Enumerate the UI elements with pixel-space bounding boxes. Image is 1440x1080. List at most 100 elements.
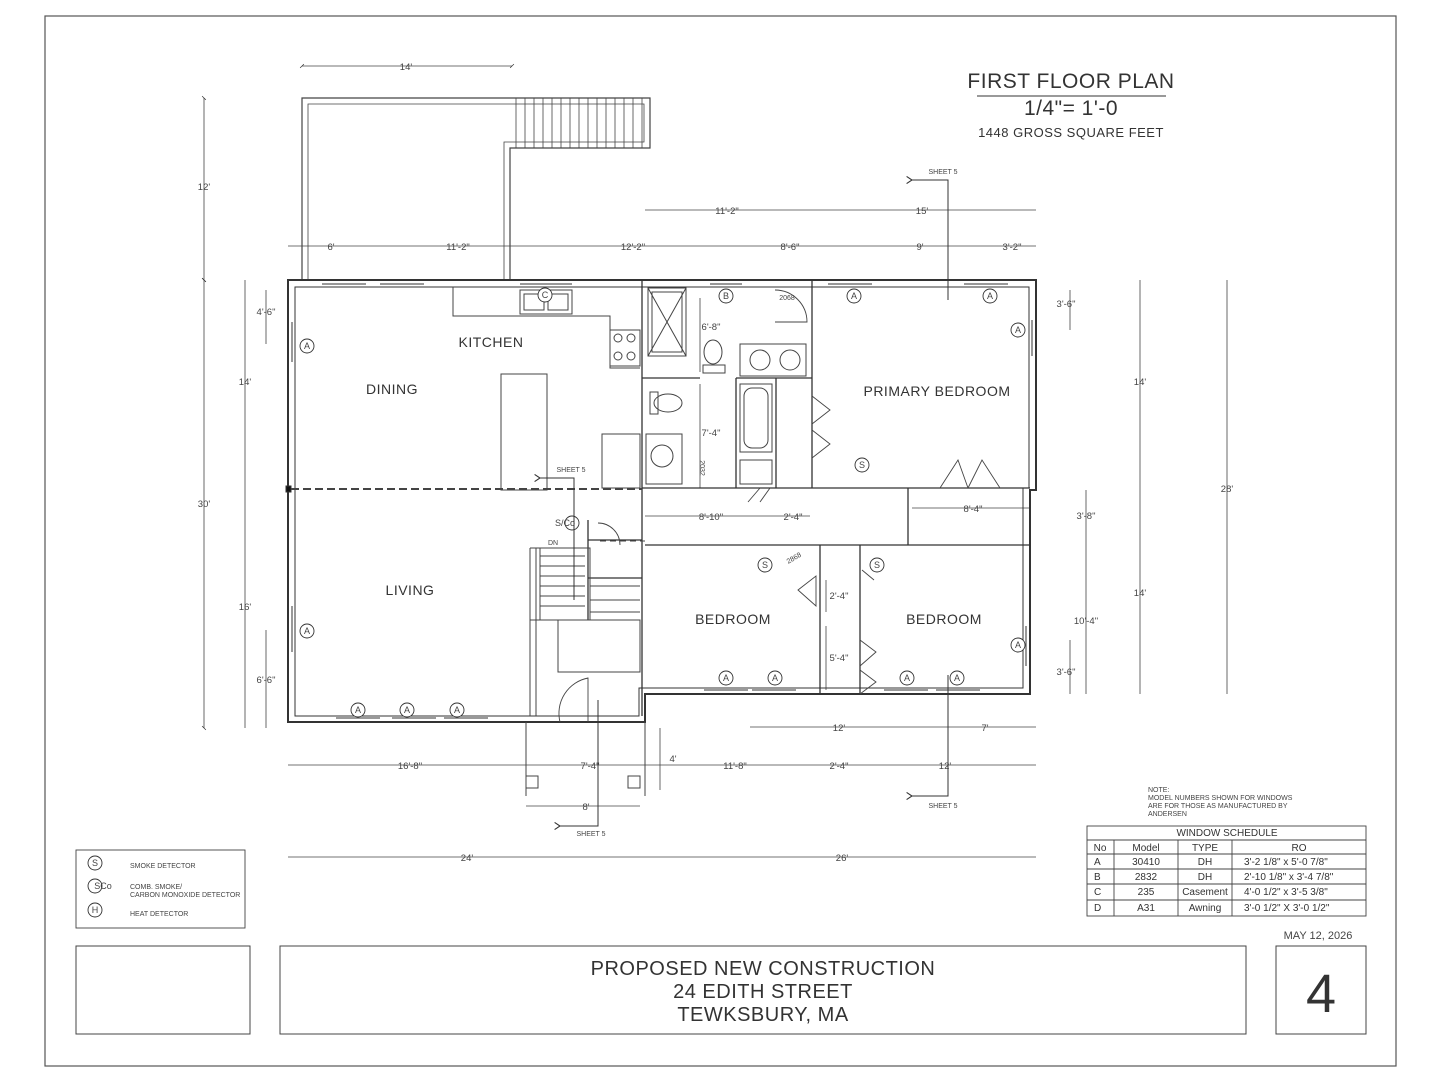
- room-bedroom-2: BEDROOM: [906, 611, 982, 627]
- svg-text:6': 6': [327, 242, 334, 253]
- logo-box: [75, 945, 251, 1035]
- svg-text:ARE FOR THOSE AS MANUFACTURED: ARE FOR THOSE AS MANUFACTURED BY: [1148, 803, 1288, 810]
- svg-text:14': 14': [239, 377, 252, 388]
- room-living: LIVING: [386, 582, 435, 598]
- svg-text:A: A: [1015, 325, 1021, 335]
- svg-text:7'-4": 7'-4": [702, 428, 721, 439]
- window-tag-a: A: [299, 338, 315, 354]
- bathtub: [739, 383, 773, 453]
- svg-text:A: A: [772, 673, 778, 683]
- svg-text:2832: 2832: [1135, 872, 1158, 883]
- svg-text:3'-2 1/8" x 5'-0 7/8": 3'-2 1/8" x 5'-0 7/8": [1244, 857, 1328, 868]
- svg-text:30': 30': [198, 499, 211, 510]
- svg-text:14': 14': [1134, 377, 1147, 388]
- schedule-row: B: [1094, 872, 1101, 883]
- schedule-row: D: [1094, 903, 1101, 914]
- kitchen-fixtures: [452, 287, 641, 491]
- dimension-labels: 14' 12' 6' 11'-2" 12'-2" 8'-6" 9' 3'-2" …: [198, 62, 1234, 864]
- refrigerator: [601, 433, 641, 489]
- svg-text:14': 14': [400, 62, 413, 73]
- plan-area: 1448 GROSS SQUARE FEET: [978, 125, 1164, 140]
- svg-text:14': 14': [1134, 588, 1147, 599]
- svg-text:A: A: [723, 673, 729, 683]
- sheet-date: MAY 12, 2026: [1284, 930, 1353, 942]
- svg-text:MODEL NUMBERS SHOWN FOR WINDOW: MODEL NUMBERS SHOWN FOR WINDOWS: [1148, 795, 1293, 802]
- svg-text:16'-8": 16'-8": [398, 761, 422, 772]
- window-tag-a: A: [350, 702, 366, 718]
- svg-text:S: S: [762, 560, 768, 570]
- svg-text:S: S: [874, 560, 880, 570]
- window-tag-a: A: [1010, 322, 1026, 338]
- window-tag-a: A: [449, 702, 465, 718]
- laundry: [645, 433, 683, 485]
- svg-text:3'-6": 3'-6": [1057, 299, 1076, 310]
- window-schedule: [1086, 825, 1367, 917]
- symbol-legend: S SMOKE DETECTOR SCo COMB. SMOKE/ CARBON…: [75, 849, 246, 929]
- svg-text:ANDERSEN: ANDERSEN: [1148, 811, 1187, 818]
- svg-text:C: C: [542, 290, 549, 300]
- svg-text:12': 12': [939, 761, 952, 772]
- svg-text:4'-6": 4'-6": [257, 307, 276, 318]
- svg-text:2032: 2032: [698, 460, 705, 476]
- page-number-box: [1275, 945, 1367, 1035]
- project-box: [279, 945, 1247, 1035]
- svg-text:2068: 2068: [779, 295, 795, 302]
- shower: [647, 287, 687, 357]
- svg-text:A: A: [304, 341, 310, 351]
- window-tag-a: A: [299, 623, 315, 639]
- range: [609, 329, 641, 367]
- plan-title: FIRST FLOOR PLAN: [967, 70, 1174, 93]
- window-tag-a: A: [899, 670, 915, 686]
- window-tag-a: A: [1010, 637, 1026, 653]
- svg-text:S/Co: S/Co: [555, 518, 575, 528]
- toilet-2: [653, 393, 683, 413]
- section-labels: SHEET 5 SHEET 5 SHEET 5 SHEET 5: [556, 169, 957, 838]
- svg-text:6'-8": 6'-8": [702, 322, 721, 333]
- svg-text:8'-6": 8'-6": [781, 242, 800, 253]
- svg-text:Casement: Casement: [1182, 887, 1228, 898]
- svg-text:2'-4": 2'-4": [830, 591, 849, 602]
- svg-text:7': 7': [981, 723, 988, 734]
- double-vanity: [739, 343, 807, 377]
- svg-text:Awning: Awning: [1189, 903, 1222, 914]
- svg-text:S: S: [859, 460, 865, 470]
- svg-text:11'-2": 11'-2": [446, 242, 470, 253]
- room-dining: DINING: [366, 381, 418, 397]
- room-bedroom-1: BEDROOM: [695, 611, 771, 627]
- svg-text:8': 8': [582, 802, 589, 813]
- svg-text:DH: DH: [1198, 857, 1212, 868]
- svg-text:A: A: [304, 626, 310, 636]
- interior-walls: [587, 280, 1030, 716]
- svg-text:TYPE: TYPE: [1192, 843, 1218, 854]
- svg-text:A: A: [954, 673, 960, 683]
- section-markers: [534, 175, 949, 831]
- svg-text:5'-4": 5'-4": [830, 653, 849, 664]
- window-tag-a: A: [399, 702, 415, 718]
- window-tag-a: A: [982, 288, 998, 304]
- svg-text:SHEET 5: SHEET 5: [928, 803, 957, 810]
- svg-text:DN: DN: [548, 540, 558, 547]
- svg-text:A: A: [851, 291, 857, 301]
- svg-text:3'-8": 3'-8": [1077, 511, 1096, 522]
- svg-text:4': 4': [669, 754, 676, 765]
- svg-text:6'-6": 6'-6": [257, 675, 276, 686]
- svg-text:30410: 30410: [1132, 857, 1160, 868]
- door-tags: 2068 2868 2032 DN: [548, 295, 803, 566]
- schedule-title: WINDOW SCHEDULE: [1176, 828, 1277, 839]
- svg-text:A: A: [355, 705, 361, 715]
- svg-text:16': 16': [239, 602, 252, 613]
- svg-text:2'-10 1/8" x 3'-4 7/8": 2'-10 1/8" x 3'-4 7/8": [1244, 872, 1334, 883]
- project-title: PROPOSED NEW CONSTRUCTION: [591, 958, 936, 980]
- svg-text:A: A: [454, 705, 460, 715]
- window-tag-b: B: [718, 288, 734, 304]
- room-labels: KITCHEN DINING LIVING PRIMARY BEDROOM BE…: [366, 334, 1010, 627]
- window-tag-a: A: [846, 288, 862, 304]
- schedule-row: A: [1094, 857, 1101, 868]
- plan-header: FIRST FLOOR PLAN 1/4"= 1'-0 1448 GROSS S…: [967, 70, 1174, 140]
- svg-text:A: A: [904, 673, 910, 683]
- svg-text:3'-6": 3'-6": [1057, 667, 1076, 678]
- svg-text:26': 26': [836, 853, 849, 864]
- front-porch: [525, 722, 646, 796]
- co-detector: S/Co: [555, 515, 580, 531]
